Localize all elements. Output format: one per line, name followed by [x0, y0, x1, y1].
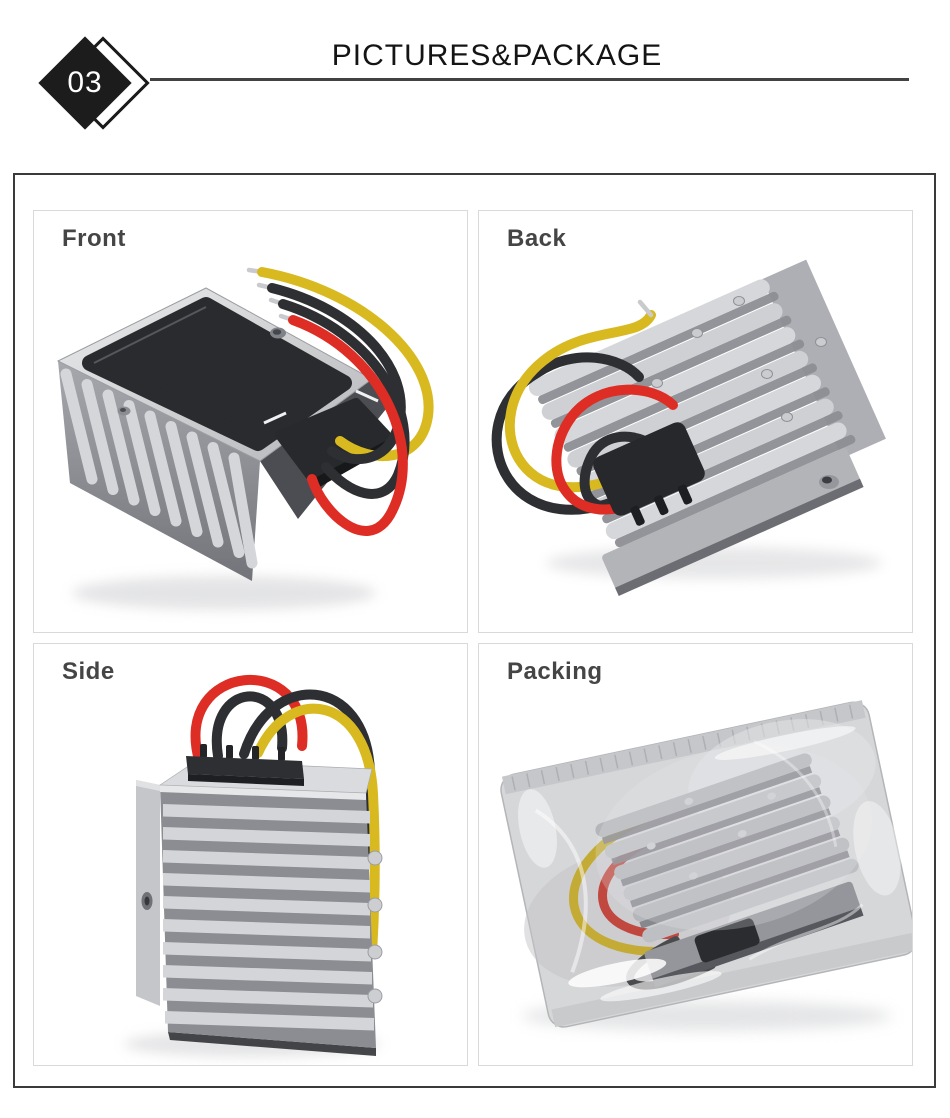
packing-view-photo: [500, 700, 912, 1031]
back-connector: [593, 422, 705, 526]
side-terminal-block: [186, 744, 304, 786]
side-view-photo: [124, 674, 383, 1057]
back-screws: [651, 296, 827, 422]
section-title: PICTURES&PACKAGE: [331, 39, 663, 72]
back-view-photo: [491, 259, 886, 596]
back-heatsink-fins: [528, 259, 886, 596]
header-rule: [150, 78, 909, 81]
photo-grid: Front: [13, 173, 936, 1088]
packing-bag: [500, 700, 912, 1028]
photo-label-side: Side: [62, 658, 115, 685]
photo-panel-side: Side: [33, 643, 468, 1066]
photo-panel-packing: Packing: [478, 643, 913, 1066]
photo-panel-back: Back: [478, 210, 913, 633]
photo-panel-front: Front: [33, 210, 468, 633]
packing-device-screws: [646, 792, 776, 880]
packing-device: [595, 753, 864, 988]
side-fin-pins: [367, 850, 383, 1004]
photo-label-front: Front: [62, 225, 126, 252]
section-header: 03 PICTURES&PACKAGE: [0, 0, 950, 173]
side-heatsink-body: [136, 760, 383, 1056]
front-wires: [246, 267, 434, 536]
front-view-photo: [56, 267, 434, 610]
bag-highlights: [518, 726, 901, 1002]
front-shadow: [72, 576, 376, 610]
section-number: 03: [67, 66, 103, 99]
section-number-badge: 03: [0, 0, 170, 150]
photo-label-back: Back: [507, 225, 567, 252]
photo-label-packing: Packing: [507, 658, 603, 685]
